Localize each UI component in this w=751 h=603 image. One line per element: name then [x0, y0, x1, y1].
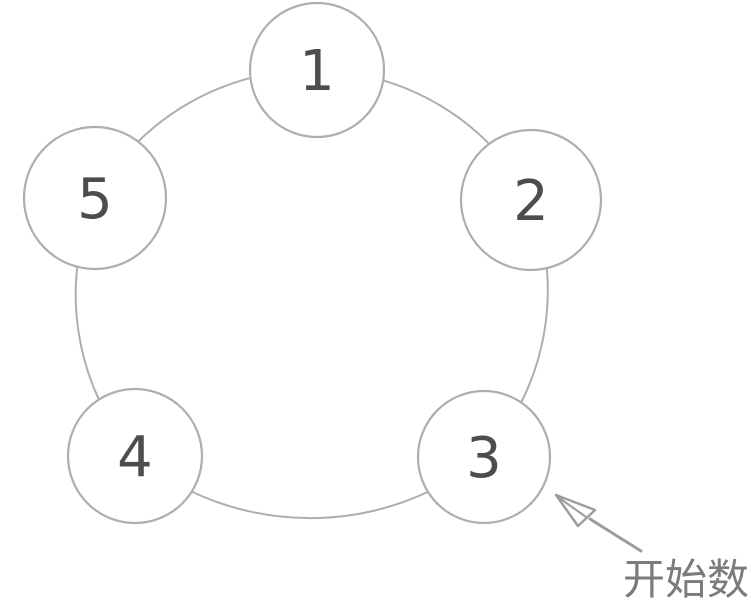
- node-4: 4: [66, 387, 204, 525]
- node-1-circle: [248, 1, 386, 139]
- node-2: 2: [459, 128, 603, 272]
- arrow-shaft: [588, 517, 643, 553]
- node-3-label: 3: [466, 426, 502, 491]
- start-arrow: [554, 493, 643, 553]
- start-annotation-label: 开始数: [623, 555, 749, 603]
- node-5: 5: [22, 125, 168, 271]
- node-2-circle: [459, 128, 603, 272]
- node-4-label: 4: [117, 425, 153, 490]
- node-1-label: 1: [299, 39, 335, 104]
- node-3-circle: [416, 389, 552, 525]
- node-1: 1: [248, 1, 386, 139]
- arrow-head-fold: [557, 496, 587, 518]
- node-5-label: 5: [77, 167, 113, 232]
- node-5-circle: [22, 125, 168, 271]
- node-4-circle: [66, 387, 204, 525]
- node-3: 3: [416, 389, 552, 525]
- node-2-label: 2: [513, 169, 549, 234]
